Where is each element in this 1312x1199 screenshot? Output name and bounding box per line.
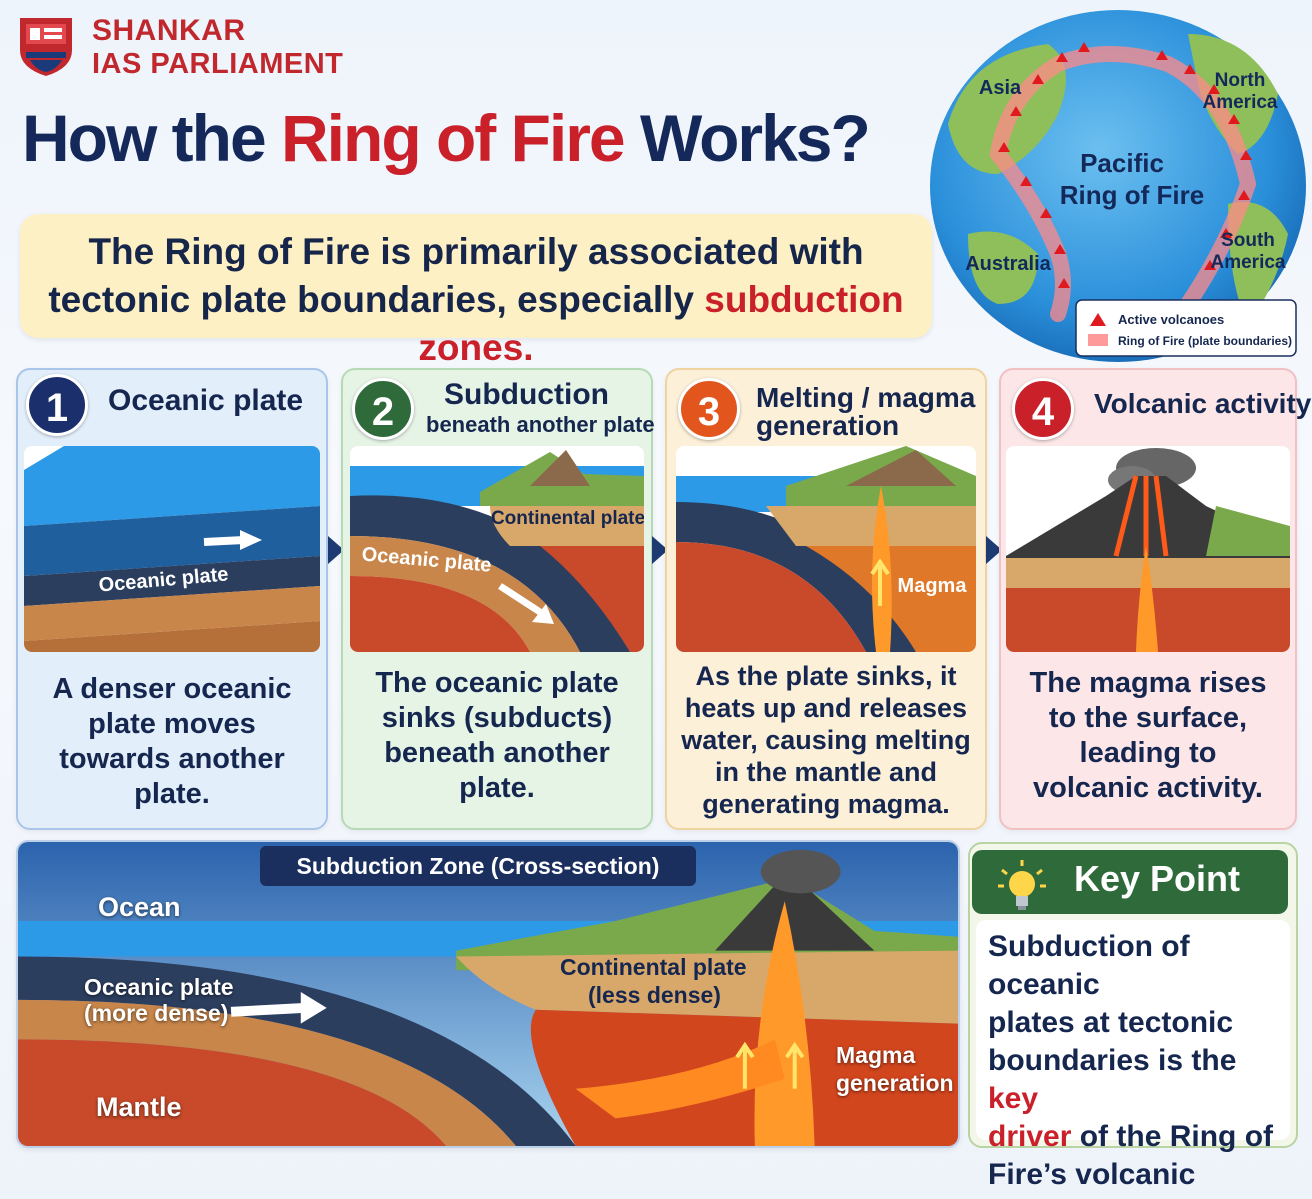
mantle-label: Mantle [96,1092,182,1122]
step-arrow-3-icon [986,536,1002,564]
continental-plate-label-1: Continental plate [560,954,747,980]
oceanic-plate-label-2: (more dense) [84,1000,229,1026]
map-label-australia: Australia [965,253,1051,275]
plate-motion-arrow-icon [240,530,262,550]
intro-banner: The Ring of Fire is primarily associated… [20,214,932,368]
key-point-line: plates at tectonic [988,1006,1234,1039]
step-arrow-1-icon [328,536,344,564]
step-title-3: Melting / magma [756,382,976,413]
step-1-description: A denser oceanic plate moves towards ano… [24,672,320,812]
mountain-icon [846,450,956,486]
step-3-description: As the plate sinks, it heats up and rele… [676,660,976,820]
key-point-line: boundaries is the key [988,1044,1237,1115]
step-title-2: Subduction [444,378,609,411]
step-number-4: 4 [1012,378,1074,440]
step-number-2: 2 [352,378,414,440]
step-title-4: Volcanic activity [1094,388,1312,419]
legend-volcanoes-label: Active volcanoes [1118,312,1224,327]
step-1-line: towards another [59,743,285,775]
ocean-label: Ocean [98,892,181,922]
brand-name-line2: IAS PARLIAMENT [92,48,344,80]
brand-logo-icon [20,18,72,76]
step-3-magma-label: Magma [898,575,968,597]
step-arrow-2-icon [652,536,668,564]
step-3-illustration: Magma [676,446,976,652]
step-4-line: to the surface, [1048,702,1248,734]
oceanic-plate-label-1: Oceanic plate [84,974,234,1000]
boundary-legend-icon [1088,334,1108,346]
step-2-line: The oceanic plate [375,667,619,699]
intro-line2: tectonic plate boundaries, especially su… [48,279,904,368]
key-point-text: Subduction of oceanic plates at tectonic… [988,928,1288,1199]
magma-rise-arrow-icon [785,1041,805,1089]
step-number-3: 3 [678,378,740,440]
lightbulb-icon [998,860,1046,910]
brand-name-line1: SHANKAR [92,14,246,47]
key-point-line: Fire’s volcanic activity. [988,1158,1196,1199]
step-2-description: The oceanic plate sinks (subducts) benea… [350,666,644,806]
key-point-body [976,920,1290,1140]
subduction-cross-section [16,840,960,1148]
map-label-south-america-2: America [1211,252,1286,273]
pacific-ring-of-fire-map: Asia North America Pacific Ring of Fire … [930,10,1306,362]
step-3-line: in the mantle and [714,757,938,787]
map-label-asia: Asia [979,77,1022,99]
step-2-line: plate. [459,772,535,804]
ash-cloud-icon [760,849,841,894]
step-subtitle-3: generation [756,410,900,441]
step-3-line: generating magma. [702,789,950,819]
step-2-line: beneath another [384,737,610,769]
step-subtitle-2: beneath another plate [426,412,655,437]
legend-boundaries-label: Ring of Fire (plate boundaries) [1118,334,1292,348]
step-1-line: A denser oceanic [52,673,292,705]
mountain-icon [530,450,590,486]
magma-rise-arrow-icon [735,1041,755,1089]
page-title: How the Ring of Fire Works? [22,101,871,175]
step-number-1: 1 [26,374,88,436]
step-2-line: sinks (subducts) [381,702,613,734]
map-label-center-2: Ring of Fire [1060,180,1204,210]
key-point-line: driver of the Ring of [988,1120,1274,1153]
map-label-center-1: Pacific [1080,148,1164,178]
key-point-title: Key Point [1074,858,1241,899]
step-2-continental-label: Continental plate [491,508,644,529]
map-label-south-america-1: South [1221,230,1275,251]
magma-generation-label-1: Magma [836,1042,916,1068]
step-1-illustration: Oceanic plate [24,446,320,652]
cross-section-title: Subduction Zone (Cross-section) [260,846,696,886]
continental-plate-label-2: (less dense) [588,982,721,1008]
step-3-line: As the plate sinks, it [695,661,957,691]
step-2-illustration: Continental plate Oceanic plate [350,446,644,652]
map-label-north-america-2: America [1203,92,1278,113]
step-title-1: Oceanic plate [108,384,304,417]
step-1-line: plate moves [88,708,256,740]
map-legend: Active volcanoes Ring of Fire (plate bou… [1075,299,1297,357]
volcano-icon [715,885,875,951]
magma-generation-label-2: generation [836,1070,954,1096]
plate-motion-arrow-icon [300,992,327,1024]
step-1-line: plate. [134,778,210,810]
step-4-description: The magma rises to the surface, leading … [1006,666,1290,806]
step-4-illustration [1006,446,1290,652]
step-4-line: leading to [1079,737,1217,769]
step-3-line: water, causing melting [681,725,971,755]
map-label-north-america-1: North [1215,70,1266,91]
step-4-line: volcanic activity. [1033,772,1263,804]
magma-rise-arrow-icon [870,558,890,606]
step-4-line: The magma rises [1029,667,1267,699]
key-point-line: Subduction of oceanic [988,930,1190,1001]
step-3-line: heats up and releases [684,693,968,723]
volcano-legend-icon [1090,313,1106,326]
intro-line1: The Ring of Fire is primarily associated… [88,231,864,272]
subduction-arrow-icon [532,604,554,624]
